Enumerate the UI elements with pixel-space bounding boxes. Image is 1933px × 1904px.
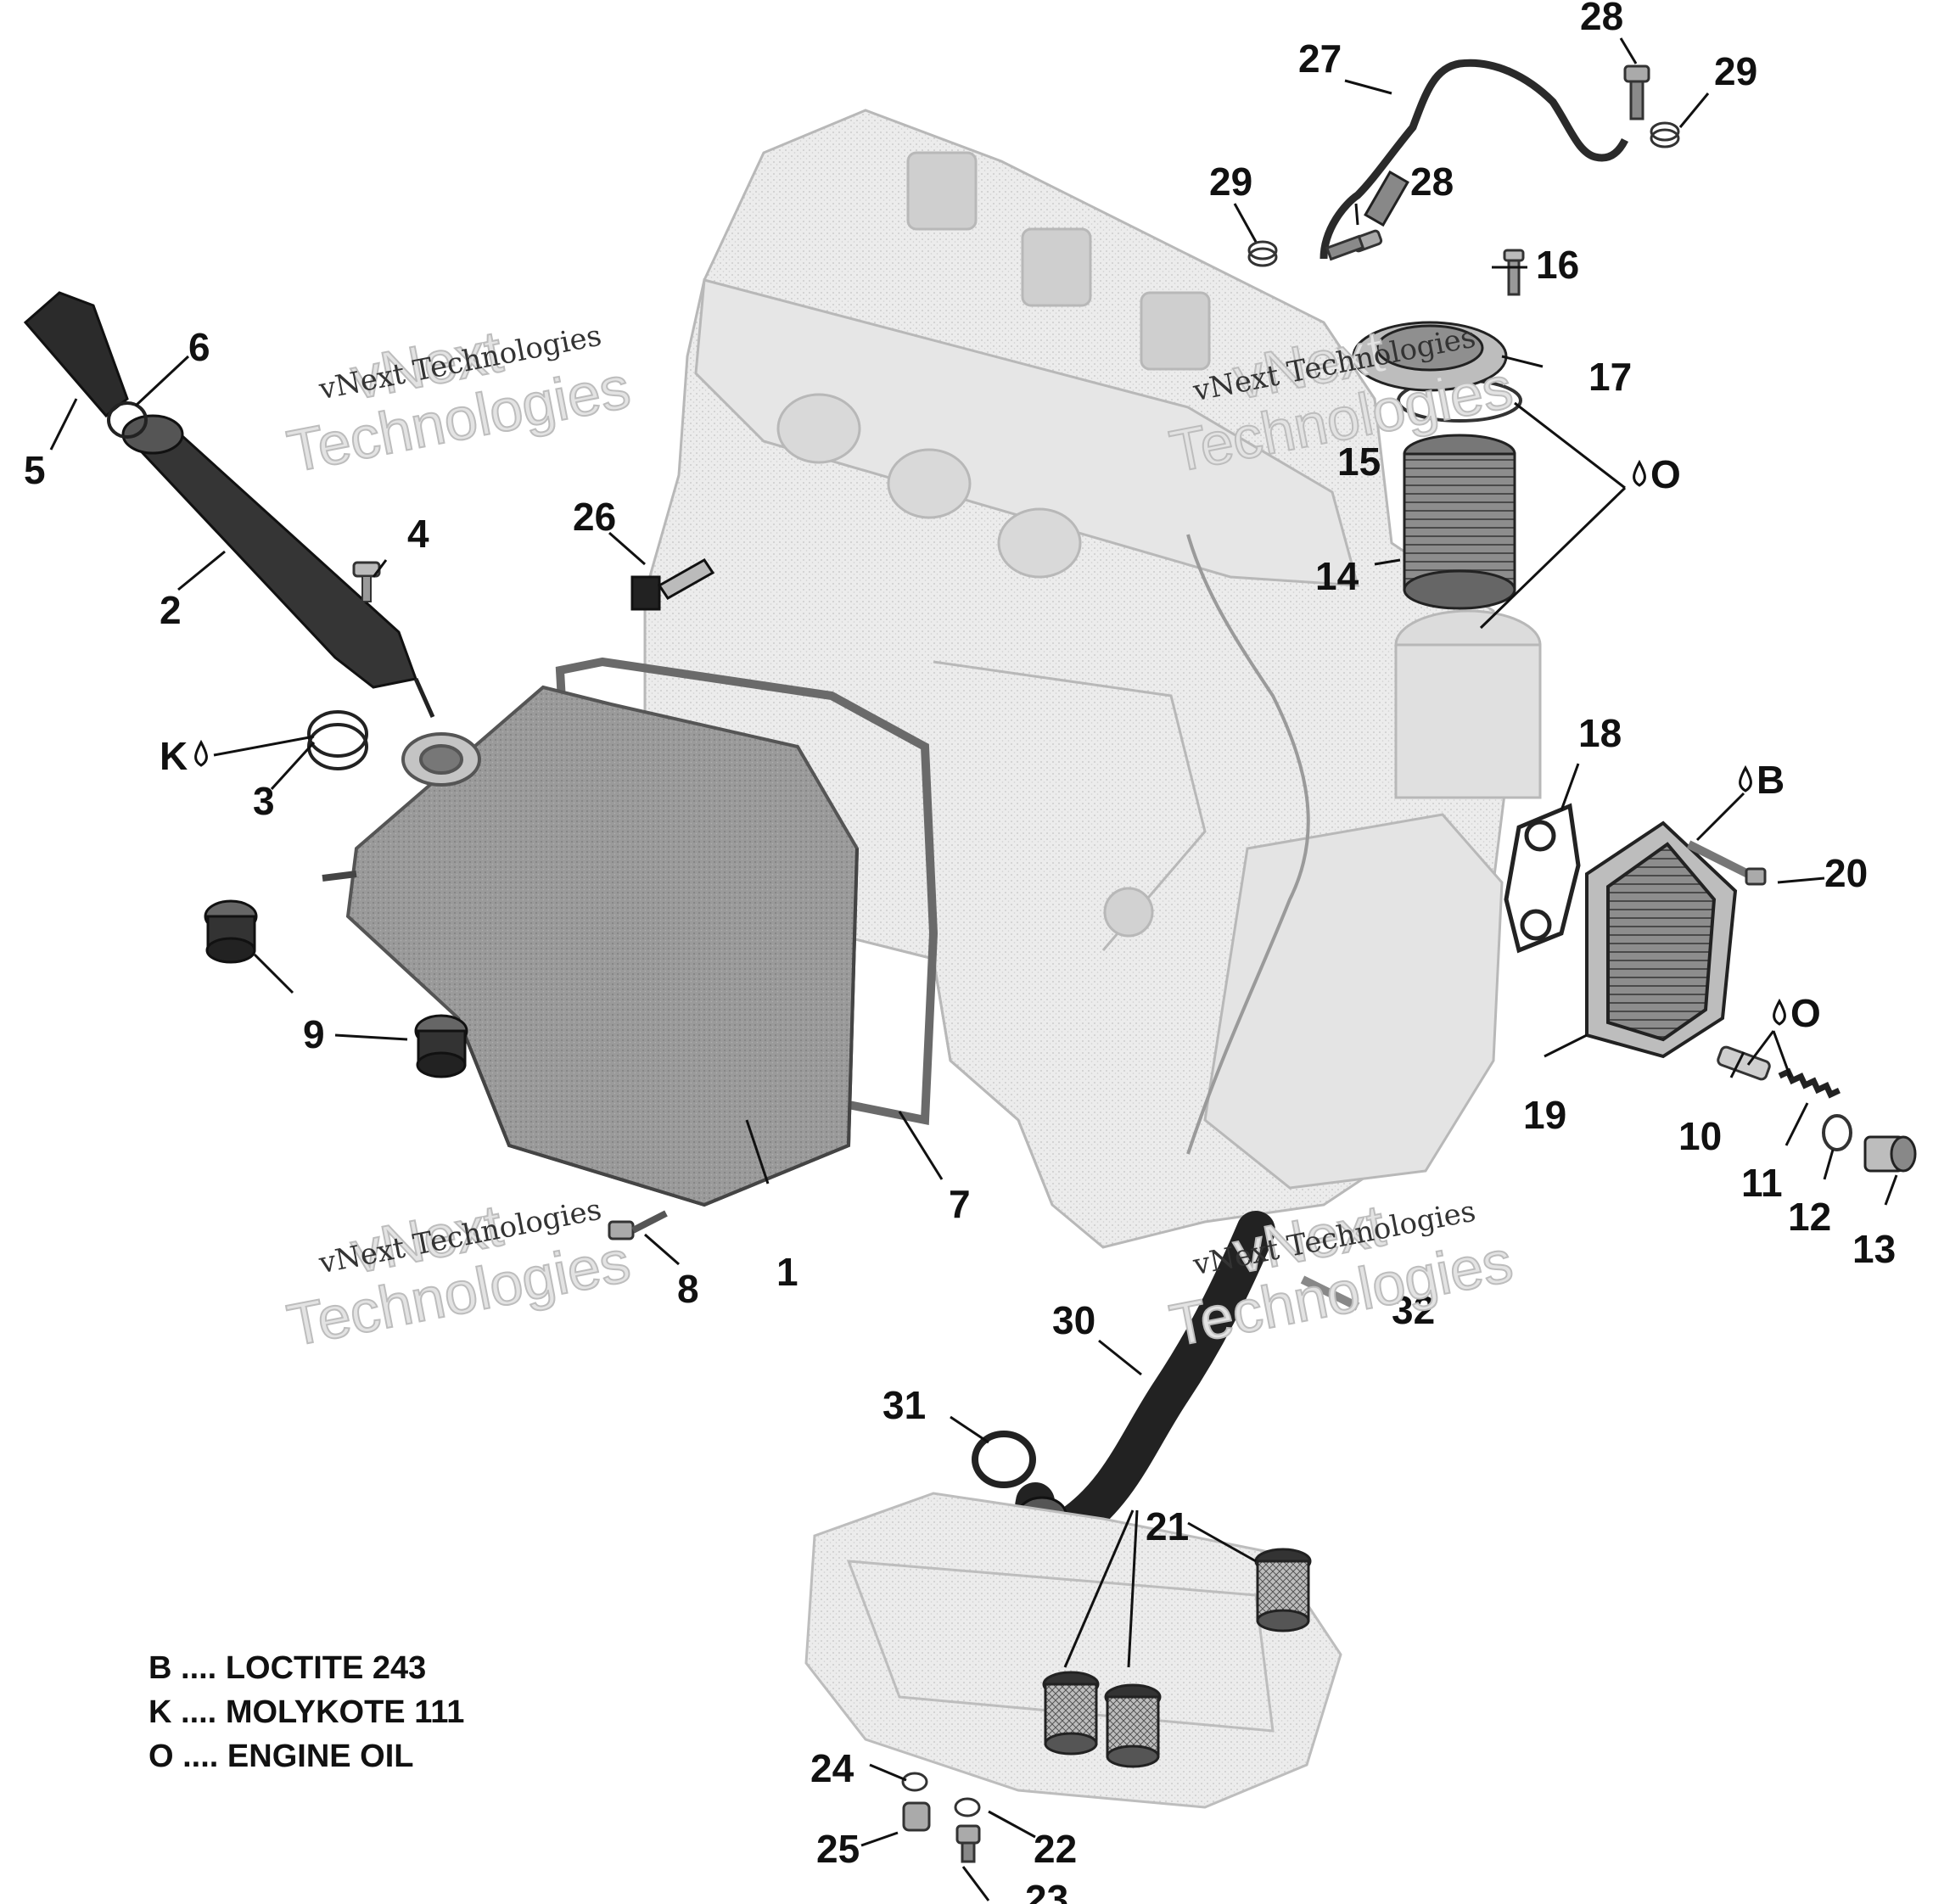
callout-25: 25 bbox=[816, 1827, 860, 1871]
callout-22: 22 bbox=[1034, 1827, 1077, 1871]
callout-26: 26 bbox=[573, 495, 616, 539]
lubricant-tags: K B O O bbox=[160, 452, 1821, 1035]
callout-3: 3 bbox=[253, 779, 275, 823]
callout-28-upper: 28 bbox=[1580, 0, 1623, 38]
banjo-bolt-28-lower bbox=[1325, 229, 1383, 261]
callout-32: 32 bbox=[1392, 1288, 1435, 1332]
oil-line-27 bbox=[1319, 59, 1629, 260]
sealing-ring-29-lower bbox=[1247, 240, 1278, 267]
legend-code: O bbox=[148, 1739, 174, 1774]
oil-hose-30 bbox=[1015, 1211, 1275, 1549]
screw-8 bbox=[608, 1210, 668, 1240]
o-ring-12 bbox=[1822, 1114, 1852, 1151]
legend-name: MOLYKOTE 111 bbox=[225, 1694, 465, 1730]
strainer-21-b bbox=[1104, 1683, 1162, 1768]
screw-16 bbox=[1503, 249, 1525, 296]
callout-7: 7 bbox=[949, 1182, 971, 1226]
callout-2: 2 bbox=[160, 588, 182, 632]
o-ring-6 bbox=[107, 401, 148, 439]
oil-cooler-19 bbox=[1585, 820, 1738, 1059]
screw-32 bbox=[1300, 1275, 1360, 1311]
legend-sep: .... bbox=[173, 1739, 227, 1774]
callout-6: 6 bbox=[188, 325, 210, 369]
legend-sep: .... bbox=[171, 1650, 226, 1686]
banjo-bolt-28-upper bbox=[1623, 64, 1650, 120]
line-sleeve-27 bbox=[1364, 170, 1409, 227]
oil-filter-14 bbox=[1403, 434, 1516, 610]
callout-16: 16 bbox=[1536, 243, 1579, 287]
sealing-ring-22 bbox=[954, 1797, 981, 1817]
callout-29-upper: 29 bbox=[1714, 49, 1757, 93]
sensor-26 bbox=[630, 558, 715, 611]
strainer-21-a bbox=[1042, 1671, 1100, 1756]
sealing-ring-29-upper bbox=[1650, 121, 1680, 148]
hose-clamp-31 bbox=[972, 1431, 1036, 1488]
dipstick-cap-5 bbox=[23, 291, 129, 418]
tag-o-lower: O bbox=[1790, 991, 1821, 1035]
callout-11: 11 bbox=[1741, 1161, 1783, 1205]
callout-23: 23 bbox=[1025, 1877, 1068, 1904]
valve-10 bbox=[1717, 1045, 1771, 1081]
o-ring-3 bbox=[307, 710, 368, 770]
callout-8: 8 bbox=[677, 1267, 699, 1311]
callout-30: 30 bbox=[1052, 1298, 1095, 1342]
oil-tank-1 bbox=[322, 685, 860, 1207]
callout-15: 15 bbox=[1337, 440, 1381, 484]
drop-icon-b bbox=[1739, 764, 1752, 792]
callout-labels: 1 2 3 4 5 6 7 8 9 10 11 12 13 14 15 16 1… bbox=[24, 0, 1896, 1904]
legend-name: LOCTITE 243 bbox=[225, 1650, 427, 1686]
callout-4: 4 bbox=[407, 512, 429, 556]
screw-20 bbox=[1686, 840, 1767, 886]
callout-13: 13 bbox=[1852, 1227, 1896, 1271]
tag-o-upper: O bbox=[1650, 452, 1681, 496]
filter-cover-17 bbox=[1352, 321, 1508, 392]
strainer-21-c bbox=[1254, 1548, 1312, 1632]
callout-10: 10 bbox=[1678, 1114, 1722, 1158]
drop-markers bbox=[194, 459, 1786, 1026]
tag-k: K bbox=[160, 734, 188, 778]
drop-icon-k bbox=[194, 739, 208, 767]
plug-13 bbox=[1863, 1135, 1917, 1173]
legend-name: ENGINE OIL bbox=[227, 1739, 414, 1774]
callout-24: 24 bbox=[810, 1746, 854, 1790]
callout-9: 9 bbox=[303, 1012, 325, 1056]
legend-sep: .... bbox=[171, 1694, 226, 1730]
drop-icon-o-lower bbox=[1773, 998, 1786, 1026]
callout-1: 1 bbox=[776, 1250, 798, 1294]
callout-27: 27 bbox=[1298, 36, 1342, 81]
callout-28-lower: 28 bbox=[1410, 160, 1454, 204]
callout-17: 17 bbox=[1588, 355, 1632, 399]
tag-b: B bbox=[1757, 758, 1785, 802]
callout-29-lower: 29 bbox=[1209, 160, 1252, 204]
legend-row-k: K .... MOLYKOTE 111 bbox=[148, 1690, 464, 1734]
callout-18: 18 bbox=[1578, 711, 1622, 755]
drain-plug-23 bbox=[955, 1824, 981, 1863]
legend-row-o: O .... ENGINE OIL bbox=[148, 1734, 464, 1778]
callout-5: 5 bbox=[24, 448, 46, 492]
callout-21: 21 bbox=[1146, 1504, 1189, 1548]
lubricant-legend: B .... LOCTITE 243 K .... MOLYKOTE 111 O… bbox=[148, 1646, 464, 1778]
cooler-gasket-18 bbox=[1504, 803, 1581, 954]
callout-20: 20 bbox=[1824, 851, 1868, 895]
filler-neck-2 bbox=[121, 414, 435, 719]
engine-block bbox=[643, 109, 1542, 1249]
legend-code: B bbox=[148, 1650, 172, 1686]
sealing-ring-24 bbox=[901, 1772, 928, 1792]
callout-19: 19 bbox=[1523, 1093, 1566, 1137]
drain-plug-25 bbox=[902, 1801, 931, 1832]
leader-lines bbox=[49, 37, 1898, 1901]
plug-9-upper bbox=[204, 899, 258, 964]
plug-9-lower bbox=[414, 1014, 468, 1078]
legend-row-b: B .... LOCTITE 243 bbox=[148, 1646, 464, 1690]
callout-31: 31 bbox=[882, 1383, 926, 1427]
legend-code: K bbox=[148, 1694, 172, 1730]
callout-12: 12 bbox=[1788, 1195, 1831, 1239]
callout-14: 14 bbox=[1315, 554, 1359, 598]
drop-icon-o-upper bbox=[1633, 459, 1646, 487]
